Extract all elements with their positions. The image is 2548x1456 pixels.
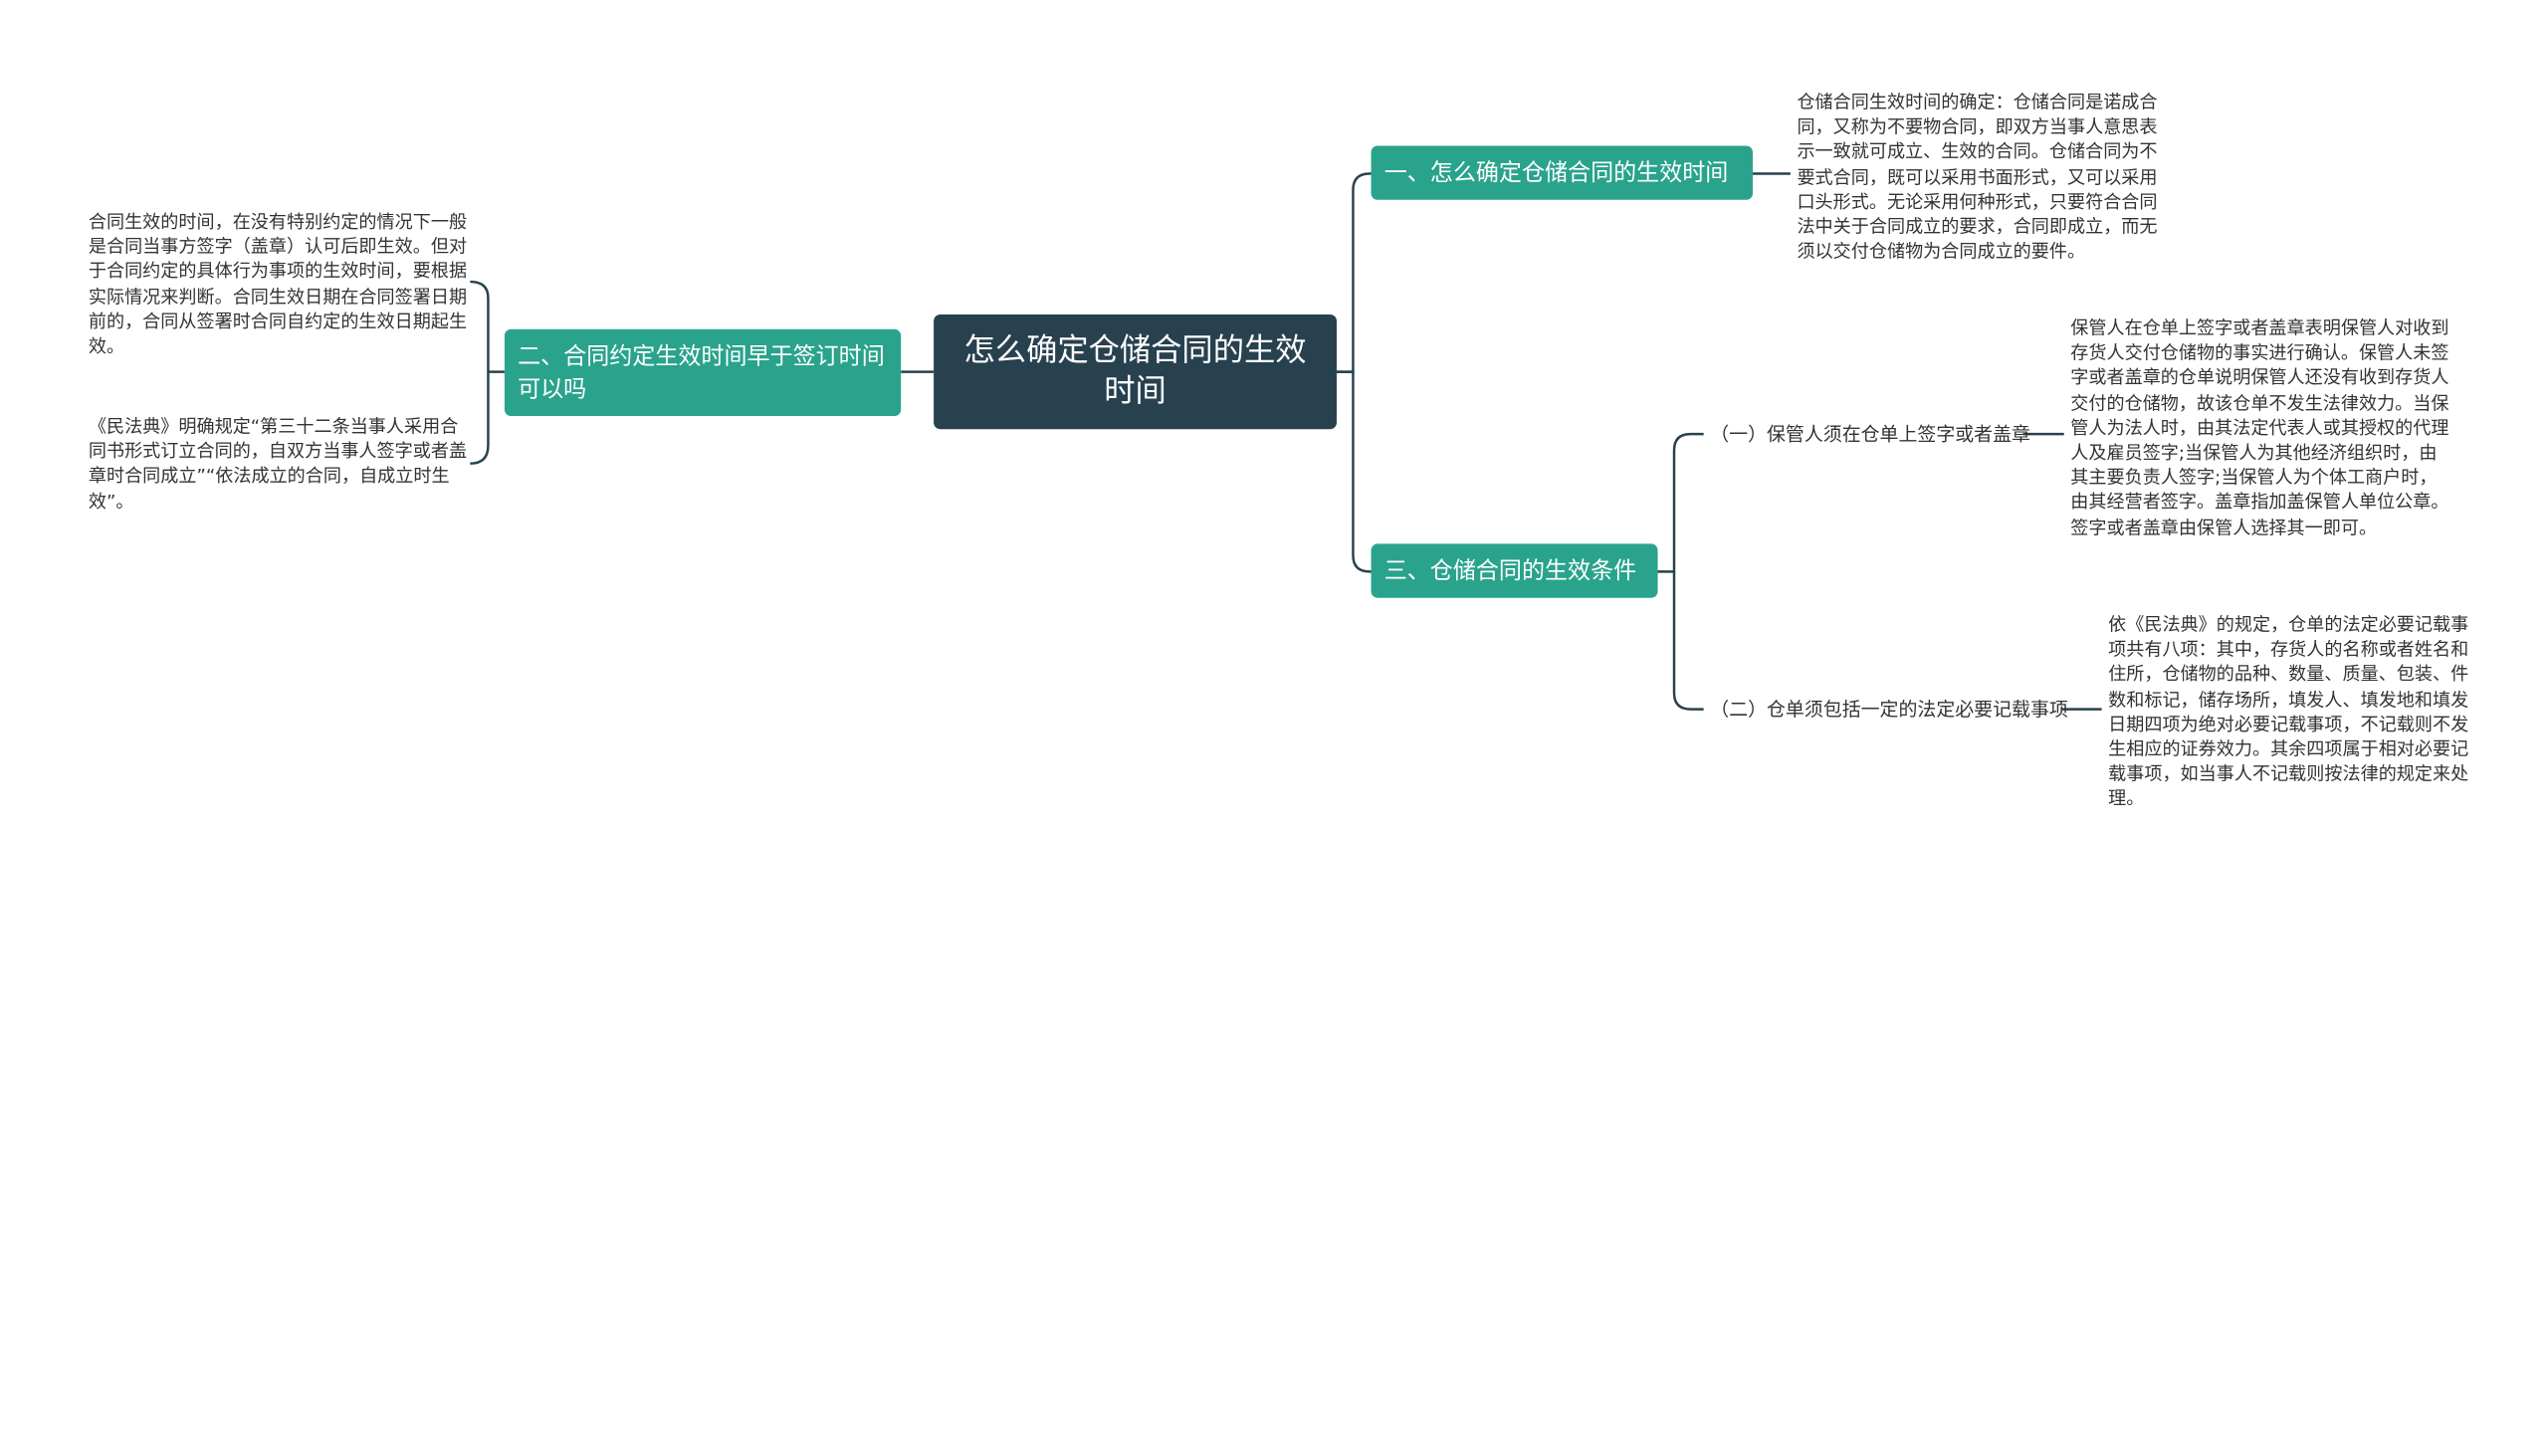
branch-2-label: 二、合同约定生效时间早于签订时间可以吗 (518, 342, 885, 403)
link-branch-3-to-sub-1 (1657, 432, 1704, 573)
branch-3-label: 三、仓储合同的生效条件 (1383, 557, 1637, 584)
link-root-to-branch-1 (1336, 172, 1372, 373)
subtopic-required-items[interactable]: （二）仓单须包括一定的法定必要记载事项 (1710, 696, 2068, 722)
link-root-to-branch-3 (1336, 370, 1372, 573)
branch-2-text-2: 《民法典》明确规定“第三十二条当事人采用合同书形式订立合同的，自双方当事人签字或… (88, 416, 468, 513)
root-topic-label: 怎么确定仓储合同的生效时间 (963, 332, 1307, 410)
branch-1-topic[interactable]: 一、怎么确定仓储合同的生效时间 (1371, 145, 1754, 200)
root-topic[interactable]: 怎么确定仓储合同的生效时间 (934, 313, 1337, 430)
link-branch-2-to-texts (470, 280, 505, 465)
connector-lines (470, 172, 2102, 711)
subtopic-seal-text: 保管人在仓单上签字或者盖章表明保管人对收到存货人交付仓储物的事实进行确认。保管人… (2070, 317, 2449, 538)
branch-1-label: 一、怎么确定仓储合同的生效时间 (1383, 159, 1729, 186)
branch-3-topic[interactable]: 三、仓储合同的生效条件 (1371, 543, 1658, 598)
subtopic-seal-label: （一）保管人须在仓单上签字或者盖章 (1710, 422, 2030, 446)
subtopic-seal-requirement[interactable]: （一）保管人须在仓单上签字或者盖章 (1710, 421, 2030, 447)
branch-2-text-1: 合同生效的时间，在没有特别约定的情况下一般是合同当事方签字（盖章）认可后即生效。… (88, 211, 468, 357)
subtopic-required-items-text: 依《民法典》的规定，仓单的法定必要记载事项共有八项：其中，存货人的名称或者姓名和… (2108, 614, 2469, 810)
link-branch-3-to-sub-2 (1672, 571, 1704, 711)
branch-2-topic[interactable]: 二、合同约定生效时间早于签订时间可以吗 (504, 328, 902, 417)
subtopic-required-items-label: （二）仓单须包括一定的法定必要记载事项 (1710, 698, 2068, 722)
branch-1-text: 仓储合同生效时间的确定：仓储合同是诺成合同，又称为不要物合同，即双方当事人意思表… (1797, 92, 2158, 263)
